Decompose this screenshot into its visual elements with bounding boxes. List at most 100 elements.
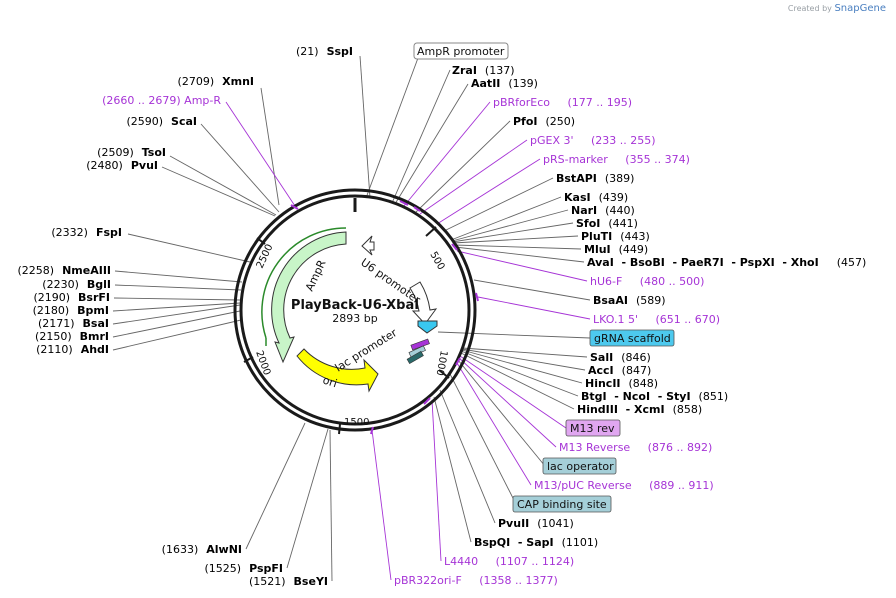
- site-label-bgli[interactable]: (2230)BglI: [42, 278, 111, 291]
- primer-label-l4440[interactable]: L4440 (1107 .. 1124): [444, 555, 574, 568]
- site-label-pvui[interactable]: (2480)PvuI: [86, 159, 158, 172]
- tick-mark-1500: [338, 423, 341, 435]
- site-label-aatii[interactable]: AatII(139): [471, 77, 538, 90]
- site-label-pluti[interactable]: PluTI(443): [581, 230, 650, 243]
- primer-label-hu6f[interactable]: hU6-F (480 .. 500): [590, 275, 704, 288]
- leader-line-pbrforeco: [403, 101, 491, 207]
- tick-label-500: 500: [427, 250, 446, 272]
- leader-line-pgex3: [419, 139, 528, 215]
- primer-label-prsmarker[interactable]: pRS-marker (355 .. 374): [543, 153, 690, 166]
- primer-label-pbr322orif[interactable]: pBR322ori-F (1358 .. 1377): [394, 574, 558, 587]
- primer-label-m13puc[interactable]: M13/pUC Reverse (889 .. 911): [534, 479, 714, 492]
- leader-line-gRNA: [437, 331, 591, 339]
- gRNA-scaffold-box[interactable]: [589, 329, 675, 347]
- gRNA-scaffold-arrow[interactable]: [417, 320, 438, 334]
- lac-operator-box-label: lac operator: [547, 460, 614, 473]
- right-labels: ZraI(137) AatII(139) pBRforEco (177 .. 1…: [394, 64, 866, 587]
- primer-label-pgex3[interactable]: pGEX 3' (233 .. 255): [530, 134, 656, 147]
- site-label-sspi[interactable]: (21)SspI: [296, 45, 353, 58]
- leader-line-m13puc: [456, 362, 532, 486]
- site-label-bstapi[interactable]: BstAPI(389): [556, 172, 634, 185]
- primer-label-lko15[interactable]: LKO.1 5' (651 .. 670): [593, 313, 720, 326]
- site-label-hincii[interactable]: HincII(848): [585, 377, 658, 390]
- leader-line-zrai: [391, 69, 451, 204]
- m13-rev-box-label: M13 rev: [570, 422, 615, 435]
- site-label-bsaai[interactable]: BsaAI(589): [593, 294, 666, 307]
- site-label-sfoi[interactable]: SfoI(441): [576, 217, 638, 230]
- left-labels: (21)SspI (2709)XmnI (2660 .. 2679) Amp-R…: [18, 45, 354, 588]
- site-label-alwni[interactable]: (1633)AlwNI: [162, 543, 242, 556]
- leader-line-bgli: [114, 284, 242, 291]
- site-label-xmni[interactable]: (2709)XmnI: [178, 75, 254, 88]
- tick-label-1000: 1000: [434, 349, 449, 376]
- site-label-bspqi-group[interactable]: BspQI - SapI(1101): [474, 536, 598, 549]
- plasmid-backbone-inner: [239, 194, 471, 426]
- site-label-kasi[interactable]: KasI(439): [564, 191, 628, 204]
- site-label-bpmi[interactable]: (2180)BpmI: [33, 304, 109, 317]
- leader-line-nari: [451, 209, 569, 242]
- ampr-promoter-box[interactable]: [413, 42, 509, 60]
- leader-line-xmni: [260, 87, 280, 206]
- leader-line-pluti: [452, 235, 579, 244]
- primer-mark-l4440: [423, 397, 431, 405]
- site-label-zrai[interactable]: ZraI(137): [452, 64, 515, 77]
- ampr-promoter-arrow[interactable]: [361, 235, 375, 256]
- tick-label-2000: 2000: [253, 349, 272, 377]
- site-label-fspi[interactable]: (2332)FspI: [51, 226, 122, 239]
- ampr-feature-label: AmpR: [303, 258, 329, 294]
- leader-line-bstapi: [443, 177, 554, 232]
- leader-line-bmri: [112, 310, 241, 338]
- leader-line-bseyi: [329, 429, 333, 582]
- ori-feature-label: ori: [321, 373, 339, 390]
- leader-line-nmeaiii: [114, 270, 243, 283]
- site-label-tsoi[interactable]: (2509)TsoI: [97, 146, 166, 159]
- plasmid-name: PlayBack-U6-XbaI: [291, 298, 419, 313]
- site-label-nari[interactable]: NarI(440): [571, 204, 635, 217]
- primer-label-pbrforeco[interactable]: pBRforEco (177 .. 195): [493, 96, 632, 109]
- site-label-hindiii-group[interactable]: HindIII - XcmI(858): [577, 403, 702, 416]
- site-label-ava-group[interactable]: AvaI - BsoBI - PaeR7I - PspXI - XhoI(457…: [587, 256, 866, 269]
- snapgene-watermark: Created by SnapGene: [788, 3, 886, 14]
- site-label-acci[interactable]: AccI(847): [588, 364, 651, 377]
- site-label-sali[interactable]: SalI(846): [590, 351, 651, 364]
- site-label-mlui[interactable]: MluI(449): [584, 243, 648, 256]
- m13-rev-box[interactable]: [565, 419, 621, 437]
- cap-binding-feature[interactable]: [406, 350, 424, 365]
- leader-line-btgi: [460, 350, 579, 397]
- ampr-feature-arrow[interactable]: [271, 231, 347, 364]
- site-label-scai[interactable]: (2590)ScaI: [126, 115, 197, 128]
- leader-line-hu6f: [456, 250, 588, 282]
- leader-line-fspi: [127, 233, 251, 263]
- leader-line-sspi: [359, 55, 371, 199]
- tick-mark-500: [425, 226, 437, 237]
- site-label-pspfi[interactable]: (1525)PspFI: [205, 562, 283, 575]
- tick-mark-2000: [243, 356, 254, 363]
- site-label-btgi-group[interactable]: BtgI - NcoI - StyI(851): [581, 390, 728, 403]
- tick-label-1500: 1500: [344, 417, 369, 428]
- primer-mark-ampr: [290, 204, 299, 210]
- site-label-bseyi[interactable]: (1521)BseYI: [249, 575, 328, 588]
- site-label-bmri[interactable]: (2150)BmrI: [35, 330, 109, 343]
- leader-line-bsaai: [473, 279, 591, 301]
- ampr-promoter-box-label: AmpR promoter: [417, 45, 505, 58]
- primer-label-ampr[interactable]: (2660 .. 2679) Amp-R: [102, 94, 221, 107]
- site-label-nmeaiii[interactable]: (2258)NmeAIII: [18, 264, 112, 277]
- primer-label-m13reverse[interactable]: M13 Reverse (876 .. 892): [559, 441, 712, 454]
- site-label-bsai[interactable]: (2171)BsaI: [38, 317, 109, 330]
- primer-mark-pbrforeco: [399, 200, 409, 206]
- site-label-bsrfi[interactable]: (2190)BsrFI: [33, 291, 110, 304]
- site-label-ahdi[interactable]: (2110)AhdI: [36, 343, 109, 356]
- watermark-brand: SnapGene: [834, 3, 886, 14]
- site-label-pvuii[interactable]: PvuII(1041): [498, 517, 574, 530]
- leader-line-mlui: [453, 244, 582, 250]
- lac-operator-box[interactable]: [542, 457, 617, 475]
- ori-feature-arrow[interactable]: [296, 348, 379, 393]
- primer-mark-hu6f: [451, 243, 458, 251]
- site-label-pfoi[interactable]: PfoI(250): [513, 115, 575, 128]
- ampr-outer-strand: [261, 227, 347, 339]
- leader-line-bpmi: [112, 302, 241, 312]
- cap-binding-site-box[interactable]: [512, 495, 612, 513]
- leader-line-l4440: [431, 399, 442, 562]
